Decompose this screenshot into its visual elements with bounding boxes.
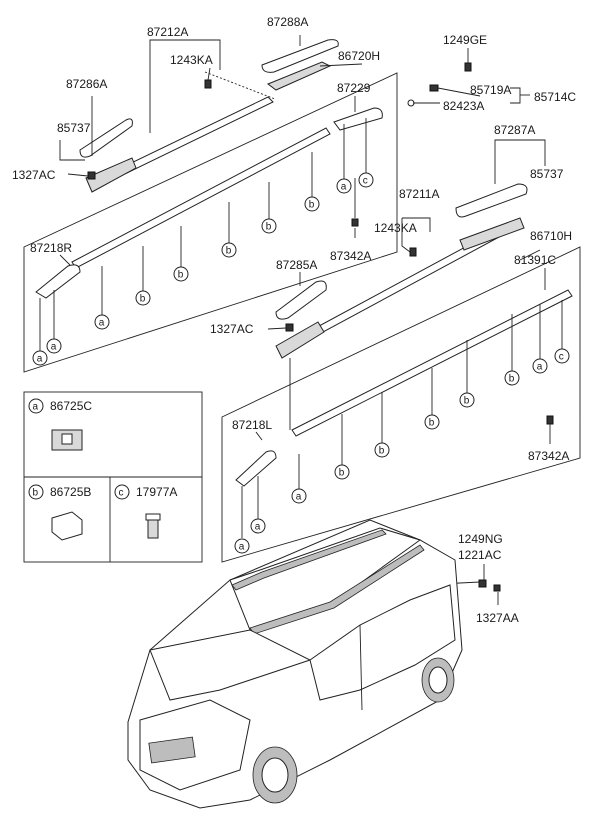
callout-bubble-letter: b (309, 200, 315, 211)
legend-bubble-b: b (33, 488, 39, 499)
legend-box (23, 391, 203, 563)
callout-bubble-letter: c (559, 352, 564, 363)
label-87342a-top: 87342A (330, 249, 371, 263)
callout-bubble-letter: a (537, 362, 543, 373)
callout-bubble-b: b (173, 266, 189, 282)
label-87287a: 87287A (494, 123, 535, 137)
part-number-labels: 87212A 87288A 1243KA 86720H 1249GE 87286… (12, 15, 576, 625)
label-87211a: 87211A (399, 187, 439, 201)
cover-87286a (79, 118, 133, 158)
callout-bubble-letter: b (140, 294, 146, 305)
callout-bubble-b: b (459, 392, 475, 408)
callout-bubble-b: b (504, 370, 520, 386)
legend-part-c: 17977A (136, 485, 177, 499)
end-cap-87218r (35, 264, 81, 299)
end-cap-87229 (333, 107, 383, 131)
callout-bubble-letter: a (51, 342, 57, 353)
callout-bubble-letter: a (296, 492, 302, 503)
label-87212a: 87212A (147, 25, 188, 39)
legend-bubble-c: c (119, 488, 124, 499)
rail-molding-lower (291, 289, 573, 437)
callout-bubble-c: c (554, 348, 570, 364)
legend-part-b: 86725B (50, 485, 91, 499)
callout-bubble-b: b (221, 242, 237, 258)
label-86720h: 86720H (338, 49, 380, 63)
rail-molding-upper (71, 127, 331, 269)
roof-rail-lower (275, 217, 525, 359)
label-87342a-bottom: 87342A (528, 449, 569, 463)
callout-bubble-a: a (291, 488, 307, 504)
label-87288a: 87288A (267, 15, 308, 29)
label-1327aa: 1327AA (476, 611, 519, 625)
callout-bubble-b: b (135, 290, 151, 306)
callout-bubble-letter: b (429, 418, 435, 429)
label-1249ng: 1249NG (458, 532, 503, 546)
callout-bubble-letter: a (255, 522, 261, 533)
vehicle-illustration (127, 519, 463, 809)
callout-bubble-letter: b (379, 446, 385, 457)
cover-87287a (455, 183, 528, 218)
callout-bubble-a: a (234, 538, 250, 554)
lower-panel (221, 246, 581, 563)
legend-labels: a 86725C b 86725B c 17977A (28, 398, 177, 500)
callout-bubble-a: a (336, 178, 352, 194)
callout-bubble-letter: b (509, 374, 515, 385)
end-cap-87218l (235, 450, 277, 487)
callout-bubble-b: b (334, 464, 350, 480)
callout-bubble-letter: c (363, 176, 368, 187)
label-85737-right: 85737 (530, 167, 564, 181)
label-87218r: 87218R (30, 241, 72, 255)
label-1327ac-mid: 1327AC (210, 322, 254, 336)
legend-part-a: 86725C (50, 399, 92, 413)
label-87229: 87229 (337, 81, 371, 95)
callout-bubble-b: b (374, 442, 390, 458)
callout-bubble-letter: a (341, 182, 347, 193)
legend-bubble-a: a (33, 402, 39, 413)
callout-bubble-a: a (46, 338, 62, 354)
callout-bubble-letter: b (266, 222, 272, 233)
callout-bubble-a: a (532, 358, 548, 374)
label-82423a: 82423A (443, 99, 484, 113)
label-85719a: 85719A (470, 83, 511, 97)
label-87285a: 87285A (276, 258, 317, 272)
callout-bubble-b: b (304, 196, 320, 212)
label-1249ge: 1249GE (443, 33, 487, 47)
label-86710h: 86710H (530, 229, 572, 243)
callout-bubble-b: b (424, 414, 440, 430)
label-1221ac: 1221AC (458, 548, 502, 562)
cover-87285a (275, 280, 327, 320)
callout-bubble-a: a (250, 518, 266, 534)
end-piece-86720h (266, 61, 332, 91)
callout-bubbles-upper (39, 118, 367, 352)
label-1327ac-top: 1327AC (12, 168, 56, 182)
callout-bubble-a: a (94, 314, 110, 330)
label-1243ka-top: 1243KA (170, 53, 213, 67)
callout-bubble-letter: a (99, 318, 105, 329)
callout-bubble-letter: a (37, 354, 43, 365)
callout-bubble-letter: a (239, 542, 245, 553)
cover-87288a (261, 39, 339, 73)
callout-bubble-b: b (261, 218, 277, 234)
label-1243ka-mid: 1243KA (374, 221, 417, 235)
roof-rail-upper (85, 71, 276, 193)
label-81391c: 81391C (514, 253, 556, 267)
callout-bubble-letter: b (226, 246, 232, 257)
label-85714c: 85714C (534, 90, 576, 104)
fasteners (87, 62, 554, 592)
callout-bubbles-lower (241, 300, 563, 538)
label-85737-left: 85737 (57, 121, 91, 135)
upper-panel (23, 72, 398, 373)
leader-lines (59, 35, 551, 605)
callout-bubble-letter: b (178, 270, 184, 281)
legend-icons (51, 429, 161, 541)
callout-bubble-c: c (358, 172, 374, 188)
callout-bubble-letter: b (464, 396, 470, 407)
callout-bubble-letter: b (339, 468, 345, 479)
label-87286a: 87286A (66, 77, 107, 91)
callout-bubble-a: a (32, 350, 48, 366)
label-87218l: 87218L (232, 418, 272, 432)
